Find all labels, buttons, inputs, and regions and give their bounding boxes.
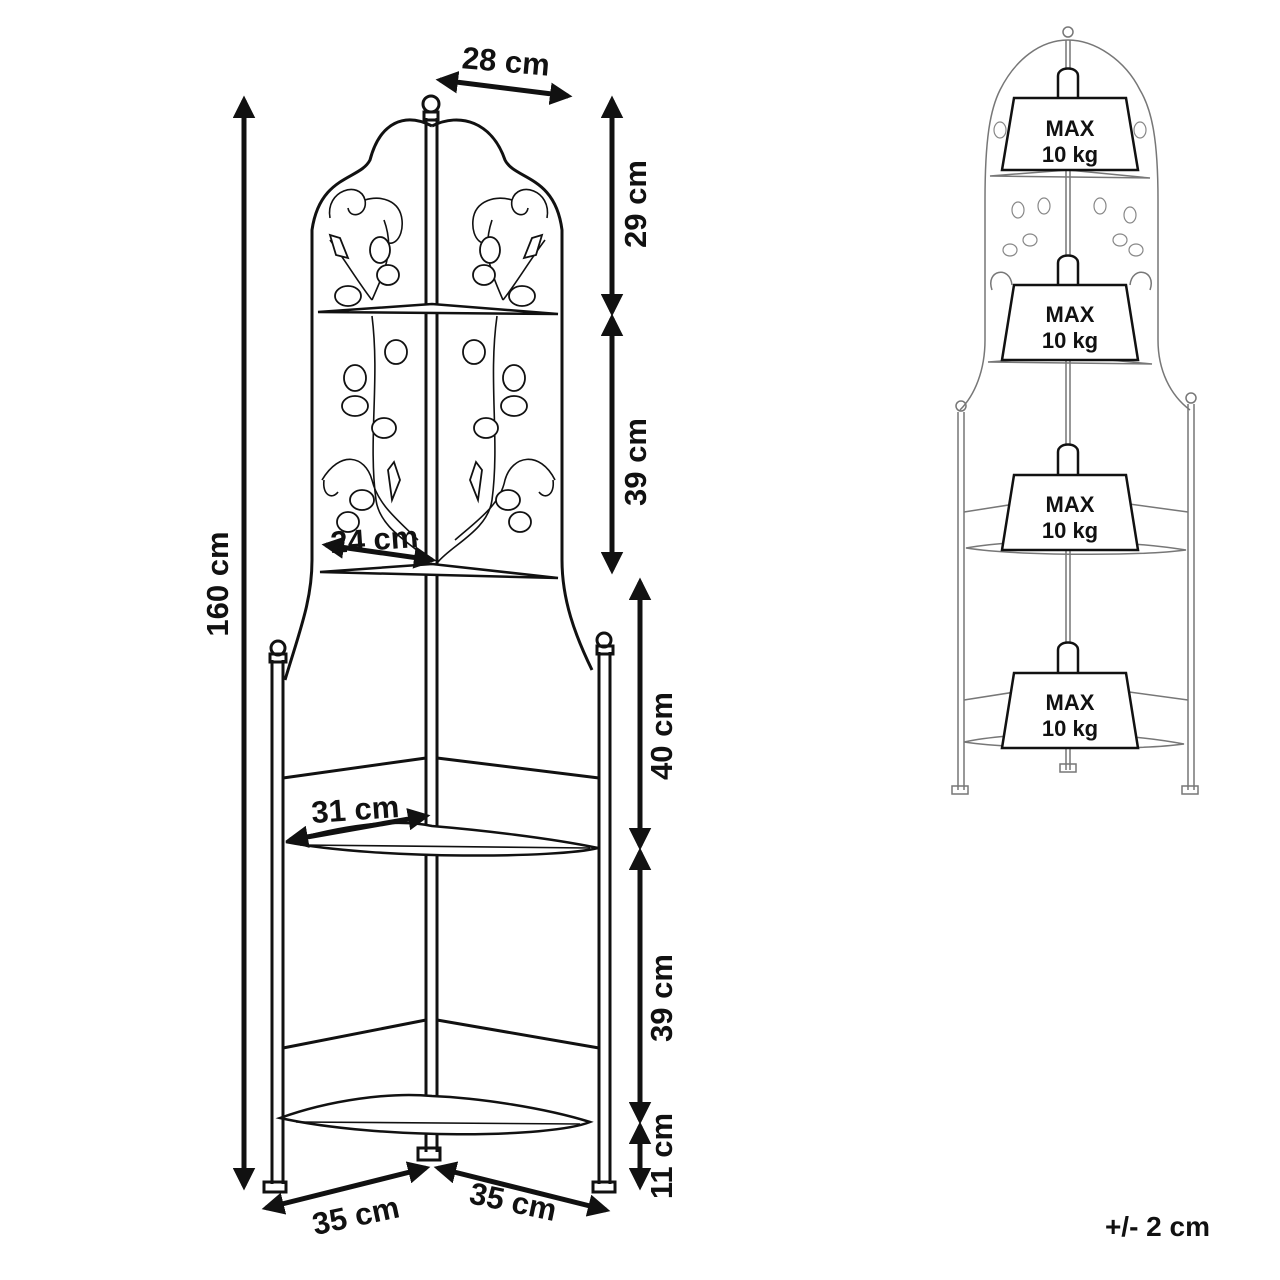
load-label-3-line1: MAX [1046,492,1095,517]
total-height-label: 160 cm [200,531,235,636]
corner-shelf-drawing [262,94,617,1194]
dimension-arrows [232,71,652,1217]
load-label-3-line2: 10 kg [1042,518,1098,543]
tolerance-note: +/- 2 cm [1105,1211,1210,1242]
weight-3 [1000,443,1140,552]
second-section-height-label: 39 cm [618,418,653,506]
third-section-height-label: 40 cm [644,692,679,780]
fourth-section-height-label: 39 cm [644,954,679,1042]
top-section-height-label: 29 cm [618,160,653,248]
load-label-2-line1: MAX [1046,302,1095,327]
dimension-labels: 28 cm 29 cm 39 cm 160 cm 24 cm 40 cm 31 … [200,40,679,1242]
top-width-label: 28 cm [461,40,552,83]
base-left-width-label: 35 cm [309,1189,402,1242]
base-right-width-label: 35 cm [467,1175,560,1228]
load-label-4-line2: 10 kg [1042,716,1098,741]
load-label-1-line1: MAX [1046,116,1095,141]
load-capacity-drawing: MAX 10 kg MAX 10 kg MAX 10 kg MAX 10 kg [951,26,1199,795]
load-label-4-line1: MAX [1046,690,1095,715]
weight-2 [1000,254,1140,362]
weight-1 [1000,67,1140,172]
upper-shelf-depth-label: 24 cm [329,519,419,560]
load-label-1-line2: 10 kg [1042,142,1098,167]
foot-height-label: 11 cm [644,1113,679,1199]
lower-shelf-depth-label: 31 cm [310,789,400,830]
weight-4 [1000,641,1140,750]
load-label-2-line2: 10 kg [1042,328,1098,353]
